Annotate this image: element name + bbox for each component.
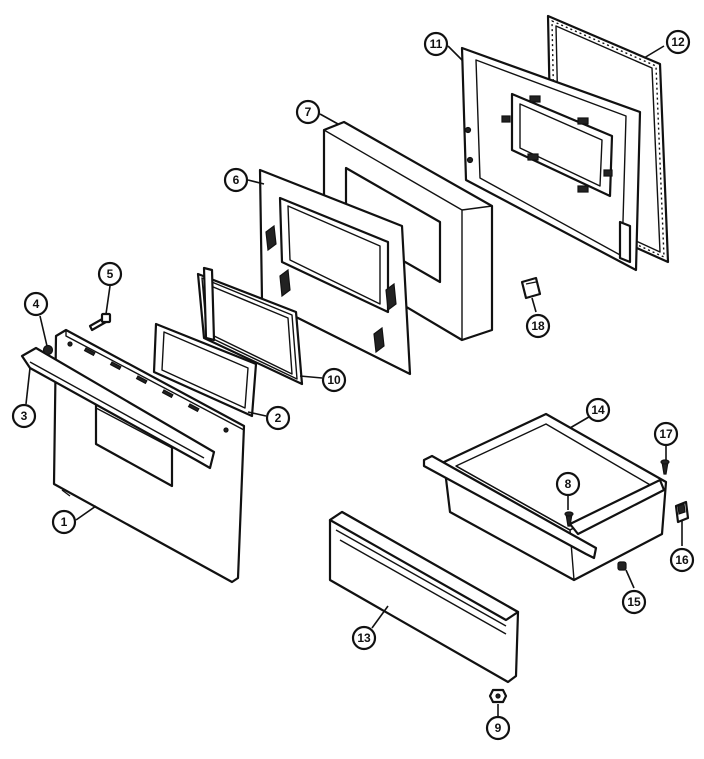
callout-2-label: 2 [275, 411, 282, 425]
callout-1: 1 [51, 509, 77, 535]
callout-15-label: 15 [627, 595, 641, 609]
callout-18: 18 [525, 313, 551, 339]
leader-15 [625, 569, 635, 589]
callout-8-label: 8 [565, 477, 572, 491]
callout-3-label: 3 [21, 409, 28, 423]
part-4-handle-screw [42, 344, 54, 356]
leader-12 [643, 45, 665, 59]
part-9-nut [488, 688, 508, 704]
callout-15: 15 [621, 589, 647, 615]
door-vent-slots [67, 341, 229, 433]
part-10-window-pack [196, 266, 304, 386]
callouts: 1 2 3 4 5 6 7 8 [11, 29, 695, 741]
leader-3 [25, 367, 31, 405]
callout-17-label: 17 [659, 427, 673, 441]
callout-6-label: 6 [233, 173, 240, 187]
callout-16: 16 [669, 547, 695, 573]
leader-5 [105, 285, 111, 315]
part-11-inner-door-liner [460, 46, 642, 272]
callout-12-label: 12 [671, 35, 685, 49]
callout-10-label: 10 [327, 373, 341, 387]
callout-9-label: 9 [495, 721, 502, 735]
callout-6: 6 [223, 167, 249, 193]
leader-13 [371, 605, 389, 629]
leader-11 [447, 45, 463, 61]
callout-11-label: 11 [430, 37, 443, 51]
callout-1-label: 1 [61, 515, 68, 529]
callout-14: 14 [585, 397, 611, 423]
part-15-bumper [617, 561, 627, 571]
callout-9: 9 [485, 715, 511, 741]
callout-4-label: 4 [33, 297, 40, 311]
part-13-drawer-front [328, 510, 520, 684]
part-16-bracket [674, 500, 690, 524]
callout-13-label: 13 [357, 631, 371, 645]
callout-18-label: 18 [531, 319, 545, 333]
leader-2 [247, 411, 267, 417]
callout-4: 4 [23, 291, 49, 317]
part-18-clip [520, 276, 542, 300]
callout-8: 8 [555, 471, 581, 497]
leader-18 [531, 297, 537, 313]
part-8-screw [564, 511, 574, 527]
callout-7-label: 7 [305, 105, 312, 119]
leader-4 [39, 315, 48, 347]
callout-5-label: 5 [107, 267, 114, 281]
leader-lines [25, 45, 683, 716]
part-2-door-glass [152, 322, 258, 418]
leader-10 [299, 375, 323, 379]
callout-10: 10 [321, 367, 347, 393]
part-5-screw [88, 312, 112, 332]
callout-12: 12 [665, 29, 691, 55]
callout-16-label: 16 [675, 553, 689, 567]
callout-13: 13 [351, 625, 377, 651]
leader-6 [247, 179, 265, 185]
callout-3: 3 [11, 403, 37, 429]
leader-7 [319, 113, 339, 125]
callout-7: 7 [295, 99, 321, 125]
callout-17: 17 [653, 421, 679, 447]
callout-5: 5 [97, 261, 123, 287]
part-6-door-frame [258, 168, 412, 376]
callout-14-label: 14 [591, 403, 605, 417]
callout-11: 11 [423, 31, 449, 57]
leader-1 [75, 505, 97, 521]
part-17-screw [660, 459, 670, 475]
part-14-drawer-pan [422, 412, 668, 582]
callout-2: 2 [265, 405, 291, 431]
